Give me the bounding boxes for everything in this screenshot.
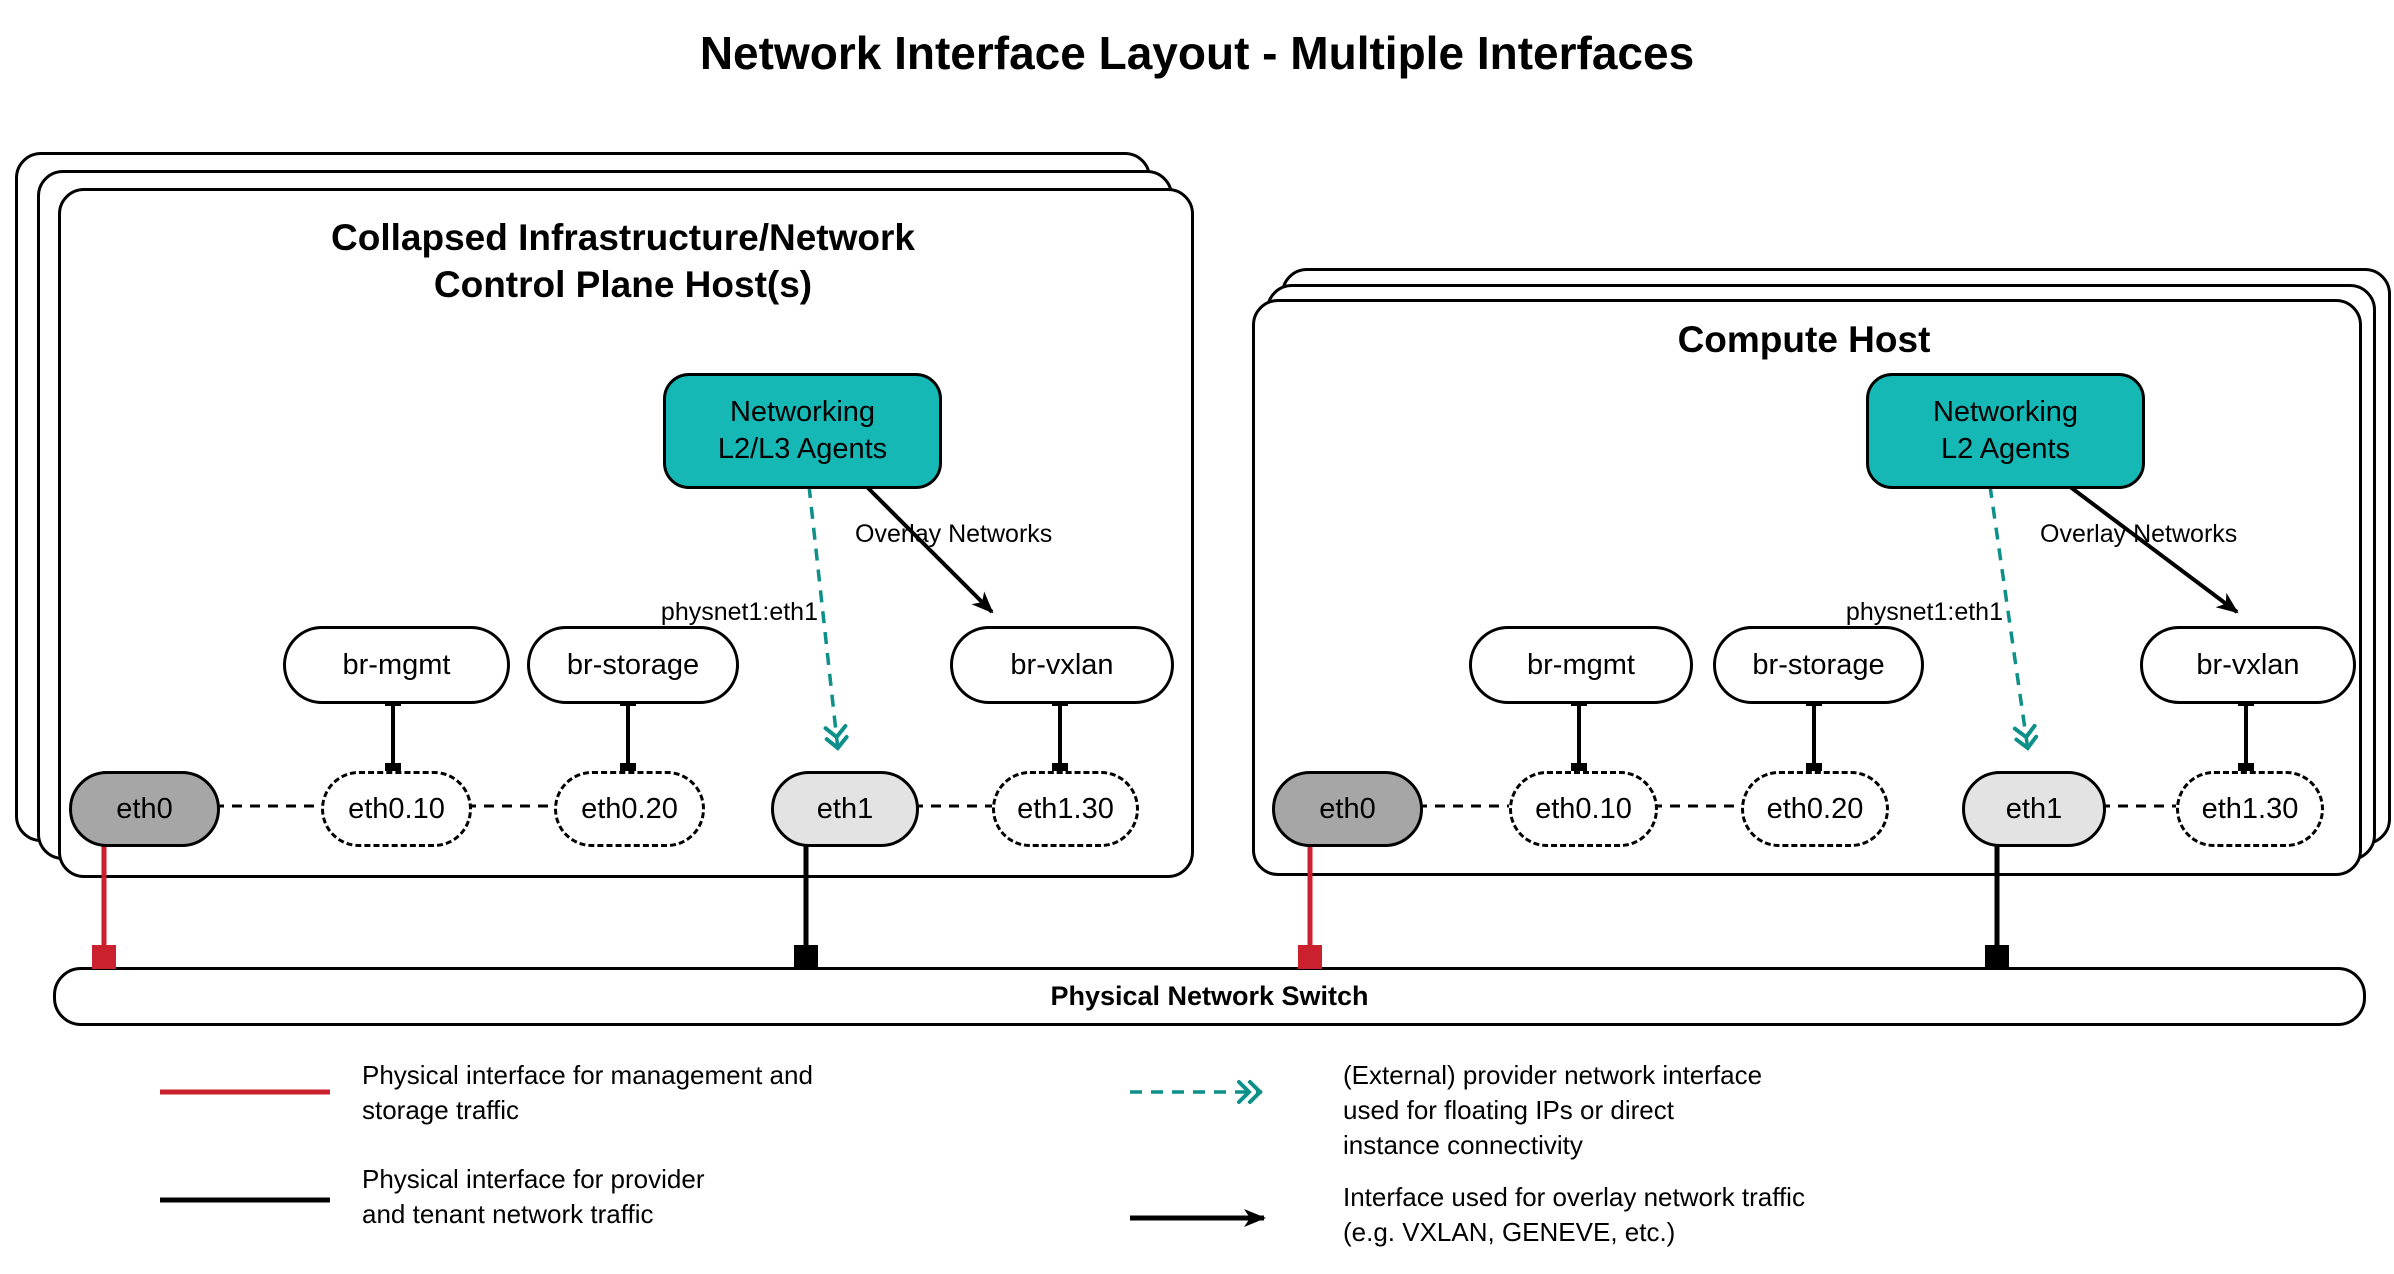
control-plane-overlay-arrow <box>864 484 994 614</box>
compute-node-eth0-10: eth0.10 <box>1509 771 1658 847</box>
control-plane-physnet-label: physnet1:eth1 <box>660 598 818 626</box>
compute-node-eth0: eth0 <box>1272 771 1423 847</box>
control-plane-agents-box: Networking L2/L3 Agents <box>663 373 942 489</box>
compute-node-eth1-30: eth1.30 <box>2176 771 2324 847</box>
legend-line: instance connectivity <box>1343 1130 1583 1160</box>
legend-line: Physical interface for provider <box>362 1164 705 1194</box>
red-switch-port-square <box>92 945 116 969</box>
legend-line: (e.g. VXLAN, GENEVE, etc.) <box>1343 1217 1676 1247</box>
control-plane-bridge-links <box>385 690 1068 779</box>
control-plane-node-eth1-30: eth1.30 <box>992 771 1139 847</box>
legend-line: used for floating IPs or direct <box>1343 1095 1674 1125</box>
red-switch-port-square <box>1298 945 1322 969</box>
control-plane-node-br-storage: br-storage <box>527 626 739 704</box>
legend-provider-tenant-text: Physical interface for provider and tena… <box>362 1162 704 1232</box>
control-plane-node-br-vxlan: br-vxlan <box>950 626 1174 704</box>
control-plane-node-eth1: eth1 <box>771 771 919 847</box>
legend-external-provider-text: (External) provider network interface us… <box>1343 1058 1762 1163</box>
legend-line: (External) provider network interface <box>1343 1060 1763 1090</box>
black-switch-port-square <box>794 945 818 969</box>
legend-mgmt-storage-text: Physical interface for management and st… <box>362 1058 813 1128</box>
page-title: Network Interface Layout - Multiple Inte… <box>699 27 1695 79</box>
compute-node-eth1: eth1 <box>1962 771 2106 847</box>
black-switch-port-square <box>1985 945 2009 969</box>
control-plane-host-title: Collapsed Infrastructure/Network Control… <box>58 214 1188 308</box>
compute-node-br-mgmt: br-mgmt <box>1469 626 1693 704</box>
control-plane-host-title-line-2: Control Plane Host(s) <box>433 264 813 305</box>
control-plane-node-eth0-10: eth0.10 <box>321 771 472 847</box>
compute-host-title-line-1: Compute Host <box>1677 319 1931 360</box>
control-plane-node-eth0: eth0 <box>69 771 220 847</box>
legend-line: and tenant network traffic <box>362 1199 654 1229</box>
compute-node-br-vxlan: br-vxlan <box>2140 626 2356 704</box>
control-plane-node-br-mgmt: br-mgmt <box>283 626 510 704</box>
control-plane-overlay-networks-label: Overlay Networks <box>855 520 1053 548</box>
control-plane-node-eth0-20: eth0.20 <box>554 771 705 847</box>
compute-bridge-links <box>1571 690 2254 779</box>
compute-overlay-networks-label: Overlay Networks <box>2040 520 2238 548</box>
control-plane-host-box <box>58 188 1194 878</box>
compute-overlay-arrow <box>2067 484 2239 614</box>
physical-network-switch-label: Physical Network Switch <box>1050 981 1369 1011</box>
agents-label-line-2: L2 Agents <box>1941 433 2070 465</box>
legend-line: Interface used for overlay network traff… <box>1343 1182 1805 1212</box>
compute-physnet-label: physnet1:eth1 <box>1845 598 2003 626</box>
legend-line: Physical interface for management and <box>362 1060 813 1090</box>
agents-label-line-1: Networking <box>729 396 876 428</box>
compute-host-title: Compute Host <box>1252 316 2356 363</box>
control-plane-external-provider-arrow <box>807 485 849 751</box>
legend-overlay-traffic-text: Interface used for overlay network traff… <box>1343 1180 1805 1250</box>
physical-network-switch: Physical Network Switch <box>53 967 2366 1026</box>
agents-label-line-2: L2/L3 Agents <box>717 433 888 465</box>
compute-external-provider-arrow <box>1988 485 2039 751</box>
compute-agents-box: Networking L2 Agents <box>1866 373 2145 489</box>
compute-node-br-storage: br-storage <box>1713 626 1924 704</box>
control-plane-host-title-line-1: Collapsed Infrastructure/Network <box>331 217 915 258</box>
legend-line: storage traffic <box>362 1095 520 1125</box>
agents-label-line-1: Networking <box>1932 396 2079 428</box>
compute-node-eth0-20: eth0.20 <box>1741 771 1889 847</box>
